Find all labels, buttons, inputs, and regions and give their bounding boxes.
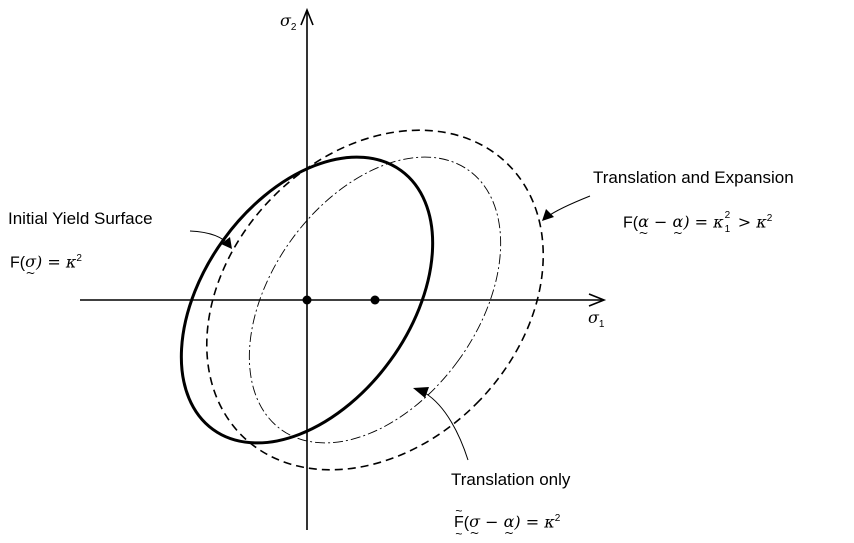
initial-yield-surface-label: Initial Yield Surface (8, 209, 153, 228)
translation-expansion-equation: F(α − α) = κ21 > κ2 (623, 209, 772, 235)
sigma2-axis-arrowhead (300, 7, 314, 26)
sigma2-symbol: σ (280, 11, 291, 30)
f-tilde: F (454, 513, 464, 533)
translation-leader-arrowhead (413, 387, 429, 398)
back-stress-center-dot (370, 295, 380, 305)
initial-yield-equation: F(σ) = κ2 (10, 249, 82, 273)
origin-center-dot (302, 295, 312, 305)
translation-expansion-label: Translation and Expansion (593, 168, 794, 187)
translation-leader-line (424, 392, 469, 461)
initial-leader-arrowhead (221, 237, 232, 249)
sigma2-subscript: 2 (290, 22, 297, 34)
expansion-leader-line (546, 195, 591, 218)
sigma2-axis-label: σ2 (280, 12, 296, 37)
translation-expansion-surface (205, 129, 545, 471)
sigma1-subscript: 1 (598, 319, 605, 331)
sigma1-axis-arrowhead (588, 293, 607, 307)
expansion-leader-arrowhead (542, 209, 554, 221)
sigma1-axis-label: σ1 (588, 309, 604, 334)
translation-only-label: Translation only (451, 470, 571, 489)
translation-only-equation: F(σ − α) = κ2 (454, 509, 560, 533)
translation-only-surface (248, 156, 502, 444)
sigma1-symbol: σ (588, 308, 599, 327)
